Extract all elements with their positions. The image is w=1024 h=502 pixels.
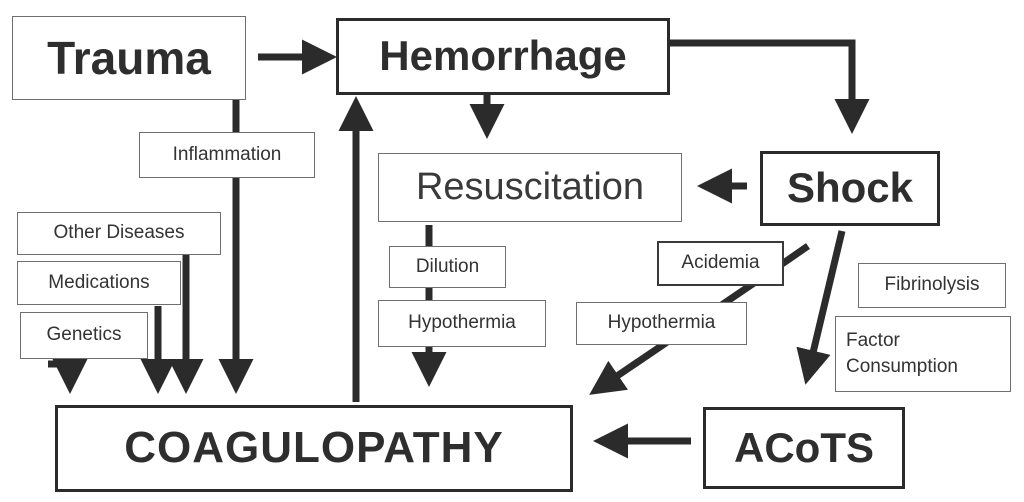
node-genetics: Genetics [20, 312, 148, 359]
node-acidemia: Acidemia [657, 241, 784, 286]
node-factor-consumption: Factor Consumption [835, 316, 1011, 392]
arrow-hemorrhage-to-shock [669, 39, 870, 134]
node-acots: ACoTS [703, 407, 905, 489]
node-other-diseases: Other Diseases [17, 212, 221, 255]
node-resuscitation: Resuscitation [378, 153, 682, 222]
node-dilution: Dilution [389, 246, 506, 288]
node-hemorrhage: Hemorrhage [336, 18, 670, 95]
arrow-genetics-to-coagulopathy [48, 359, 88, 394]
node-coagulopathy: COAGULOPATHY [55, 405, 573, 492]
node-trauma: Trauma [12, 16, 246, 100]
node-hypothermia-shock: Hypothermia [576, 302, 747, 345]
node-medications: Medications [17, 261, 181, 305]
node-inflammation: Inflammation [139, 132, 315, 178]
arrow-shock-to-acots [796, 230, 846, 385]
node-shock: Shock [760, 151, 940, 226]
node-fibrinolysis: Fibrinolysis [858, 263, 1006, 308]
node-hypothermia-resuscitation: Hypothermia [378, 300, 546, 347]
